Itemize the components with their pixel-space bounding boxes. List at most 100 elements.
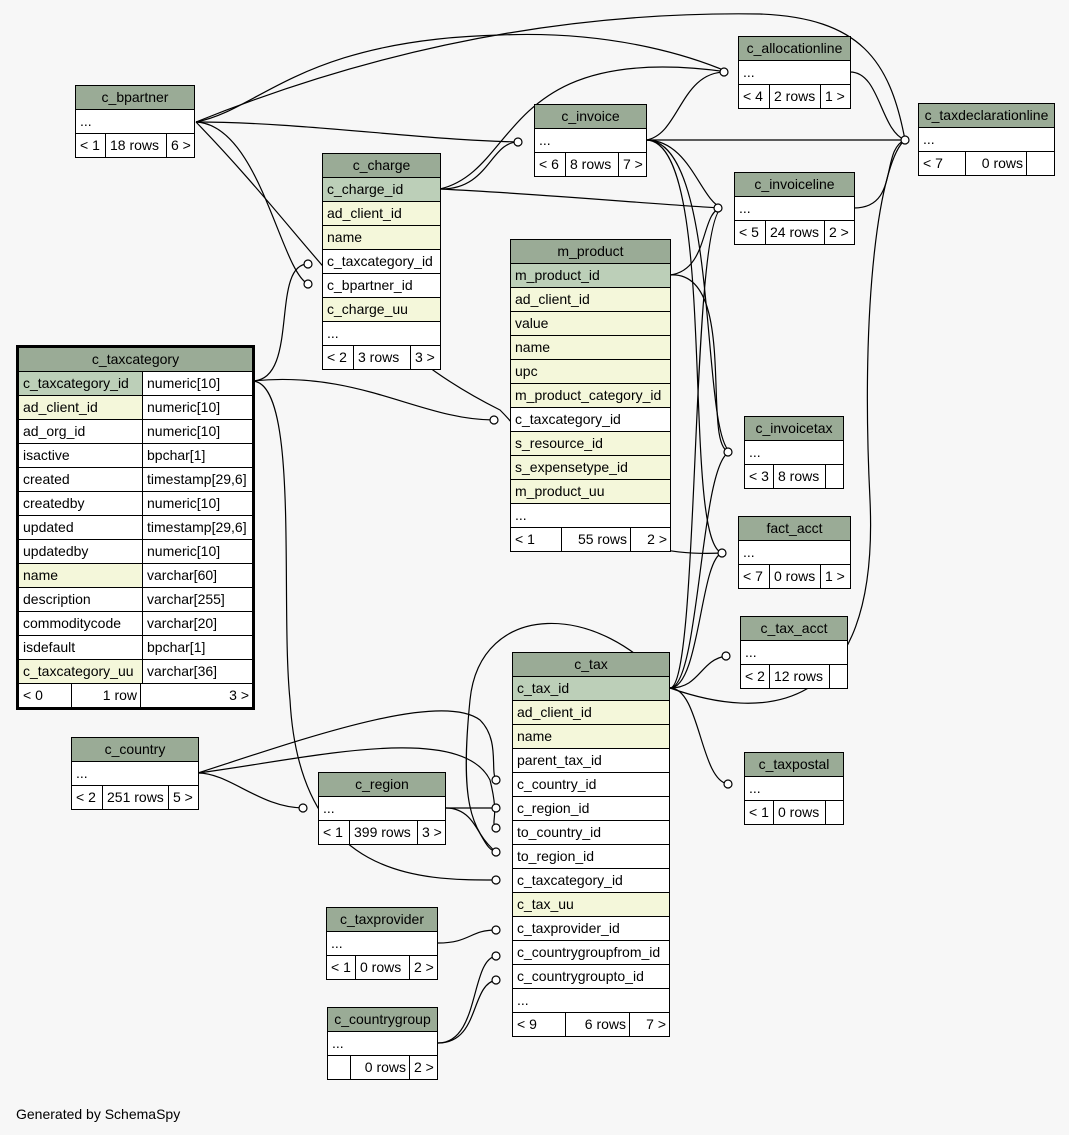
children-count[interactable] xyxy=(1026,152,1054,175)
row-count: 6 rows xyxy=(565,1013,629,1036)
parents-count[interactable]: < 9 xyxy=(517,1016,537,1032)
children-count[interactable]: 7 > xyxy=(629,1013,669,1036)
parents-count[interactable]: < 6 xyxy=(539,156,559,172)
column-row: created timestamp[29,6] xyxy=(19,468,252,492)
column-name: updated xyxy=(23,519,74,535)
children-count[interactable]: 3 > xyxy=(140,684,252,707)
row-count: 399 rows xyxy=(349,821,417,844)
parents-count[interactable]: < 1 xyxy=(323,824,343,840)
table-c-invoiceline[interactable]: c_invoiceline ... < 5 24 rows 2 > xyxy=(734,172,855,245)
children-count[interactable]: 7 > xyxy=(618,153,646,176)
children-count[interactable] xyxy=(829,665,847,688)
column-ellipsis: ... xyxy=(76,765,88,781)
parents-count[interactable]: < 1 xyxy=(331,959,351,975)
children-count[interactable] xyxy=(825,801,843,824)
column-row: value xyxy=(511,312,670,336)
column-name: m_product_id xyxy=(515,267,600,283)
table-m-product[interactable]: m_product m_product_id ad_client_id valu… xyxy=(510,239,671,552)
children-count[interactable]: 1 > xyxy=(820,85,850,108)
column-name: c_charge_uu xyxy=(327,301,408,317)
table-title: c_taxpostal xyxy=(745,753,843,777)
column-name: c_countrygroupto_id xyxy=(517,968,644,984)
parents-count[interactable]: < 7 xyxy=(743,568,763,584)
table-c-region[interactable]: c_region ... < 1 399 rows 3 > xyxy=(318,772,446,845)
column-name: ad_org_id xyxy=(23,423,86,439)
table-c-taxpostal[interactable]: c_taxpostal ... < 1 0 rows xyxy=(744,752,844,825)
column-name: name xyxy=(515,339,551,355)
column-type: varchar[20] xyxy=(142,612,252,635)
table-title: c_invoiceline xyxy=(735,173,854,197)
row-count: 2 rows xyxy=(769,85,820,108)
table-c-charge[interactable]: c_charge c_charge_id ad_client_id name c… xyxy=(322,153,441,370)
table-title: c_tax xyxy=(513,653,669,677)
children-count[interactable]: 3 > xyxy=(410,346,440,369)
column-name: ad_client_id xyxy=(327,205,402,221)
column-row: c_taxprovider_id xyxy=(513,917,669,941)
table-c-invoicetax[interactable]: c_invoicetax ... < 3 8 rows xyxy=(744,416,844,489)
column-row: ad_client_id xyxy=(511,288,670,312)
column-name: c_taxcategory_id xyxy=(327,253,433,269)
column-row: name xyxy=(513,725,669,749)
column-ellipsis: ... xyxy=(923,131,935,147)
column-row: c_countrygroupto_id xyxy=(513,965,669,989)
children-count[interactable]: 6 > xyxy=(166,134,194,157)
children-count[interactable]: 3 > xyxy=(417,821,445,844)
table-fact-acct[interactable]: fact_acct ... < 7 0 rows 1 > xyxy=(738,516,851,589)
row-count: 0 rows xyxy=(769,565,820,588)
children-count[interactable]: 1 > xyxy=(820,565,850,588)
parents-count[interactable]: < 4 xyxy=(743,88,763,104)
row-count: 1 row xyxy=(71,684,140,707)
children-count[interactable] xyxy=(825,465,843,488)
column-row: c_tax_uu xyxy=(513,893,669,917)
column-name: created xyxy=(23,471,70,487)
table-c-invoice[interactable]: c_invoice ... < 6 8 rows 7 > xyxy=(534,104,647,177)
table-c-taxdeclarationline[interactable]: c_taxdeclarationline ... < 7 0 rows xyxy=(918,103,1055,176)
parents-count[interactable]: < 5 xyxy=(739,224,759,240)
children-count[interactable]: 2 > xyxy=(409,1056,437,1079)
column-row: c_charge_uu xyxy=(323,298,440,322)
parents-count[interactable]: < 1 xyxy=(749,804,769,820)
children-count[interactable]: 2 > xyxy=(824,221,854,244)
table-c-country[interactable]: c_country ... < 2 251 rows 5 > xyxy=(71,737,199,810)
parents-count[interactable]: < 1 xyxy=(515,531,535,547)
parents-count[interactable] xyxy=(328,1056,350,1079)
table-c-countrygroup[interactable]: c_countrygroup ... 0 rows 2 > xyxy=(327,1007,438,1080)
column-row: parent_tax_id xyxy=(513,749,669,773)
row-count: 0 rows xyxy=(773,801,825,824)
column-ellipsis: ... xyxy=(80,113,92,129)
column-name: ... xyxy=(517,992,529,1008)
table-c-tax-acct[interactable]: c_tax_acct ... < 2 12 rows xyxy=(740,616,848,689)
parents-count[interactable]: < 1 xyxy=(80,137,100,153)
column-name: parent_tax_id xyxy=(517,752,602,768)
table-title: c_charge xyxy=(323,154,440,178)
children-count[interactable]: 2 > xyxy=(630,528,670,551)
table-c-taxprovider[interactable]: c_taxprovider ... < 1 0 rows 2 > xyxy=(326,907,438,980)
parents-count[interactable]: < 7 xyxy=(923,155,943,171)
parents-count[interactable]: < 2 xyxy=(745,668,765,684)
parents-count[interactable]: < 2 xyxy=(76,789,96,805)
column-name: c_taxprovider_id xyxy=(517,920,620,936)
column-ellipsis: ... xyxy=(749,444,761,460)
column-name: ad_client_id xyxy=(515,291,590,307)
parents-count[interactable]: < 0 xyxy=(23,687,43,703)
column-name: upc xyxy=(515,363,538,379)
children-count[interactable]: 5 > xyxy=(168,786,198,809)
table-c-allocationline[interactable]: c_allocationline ... < 4 2 rows 1 > xyxy=(738,36,851,109)
column-name: isdefault xyxy=(23,639,76,655)
parents-count[interactable]: < 2 xyxy=(327,349,347,365)
column-type: timestamp[29,6] xyxy=(142,468,252,491)
parents-count[interactable]: < 3 xyxy=(749,468,769,484)
table-c-tax[interactable]: c_tax c_tax_id ad_client_id name parent_… xyxy=(512,652,670,1037)
column-name: ... xyxy=(515,507,527,523)
column-ellipsis: ... xyxy=(745,644,757,660)
children-count[interactable]: 2 > xyxy=(409,956,437,979)
table-title: c_tax_acct xyxy=(741,617,847,641)
table-c-bpartner[interactable]: c_bpartner ... < 1 18 rows 6 > xyxy=(75,85,195,158)
column-row: upc xyxy=(511,360,670,384)
